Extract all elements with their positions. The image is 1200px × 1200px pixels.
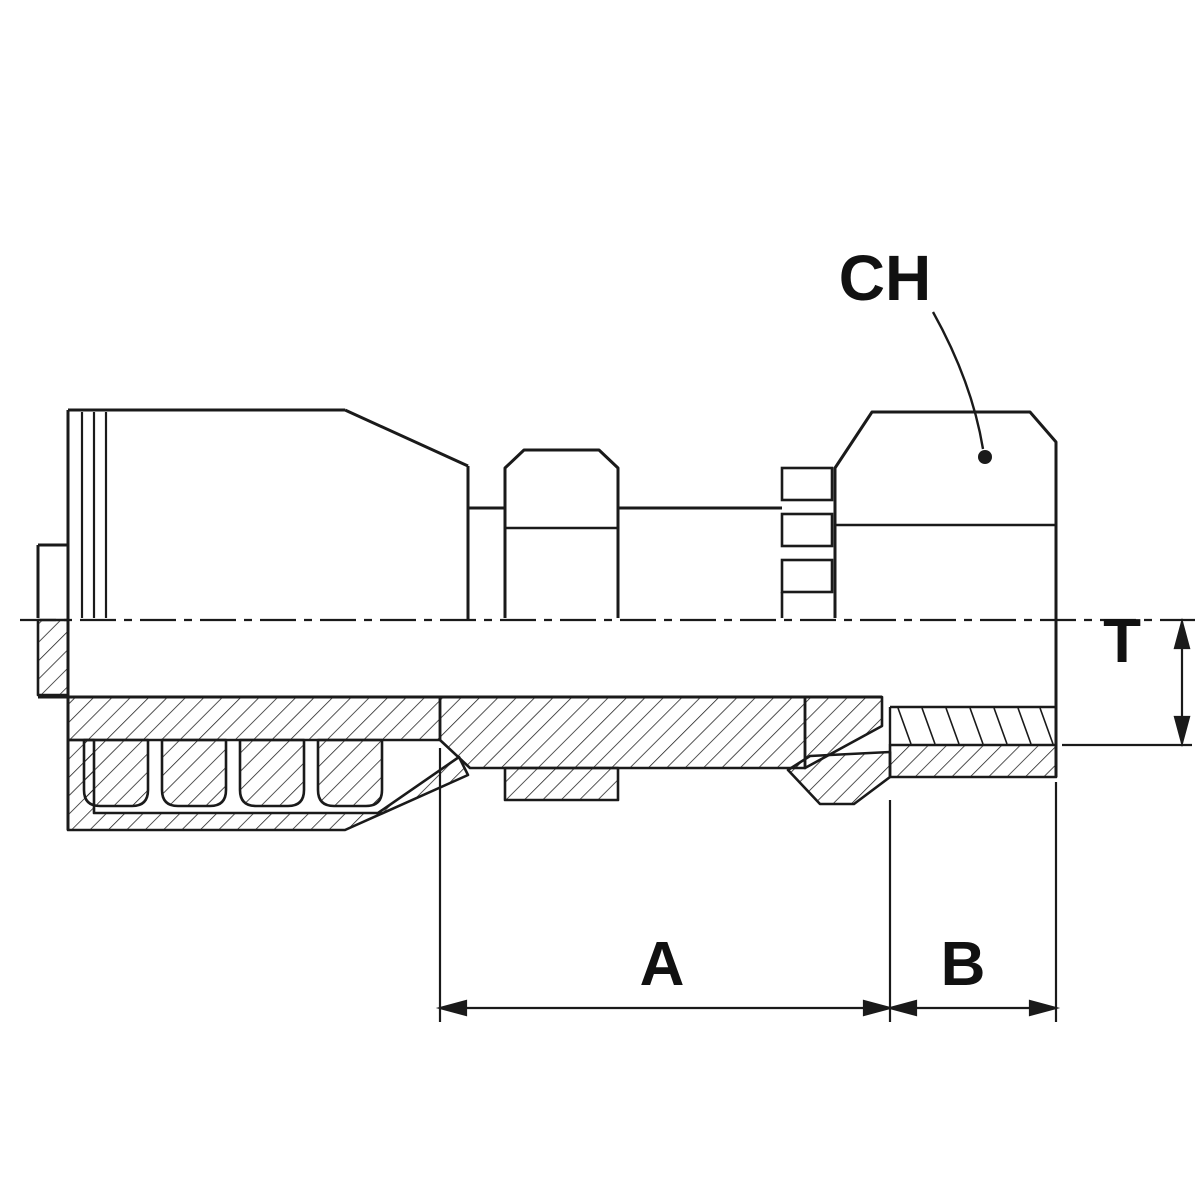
nut-body-section: [888, 743, 1058, 779]
spacer-grooves: [780, 466, 834, 618]
dimension-a-b: [435, 748, 1061, 1022]
ch-leader-line: [931, 311, 985, 450]
grip-tooth: [316, 738, 384, 808]
swivel-nut-upper: [833, 410, 1058, 618]
ferrule-shell-section: [66, 738, 470, 832]
grip-tooth: [160, 738, 228, 808]
a-arrow-right: [862, 999, 895, 1017]
nut-skirt-section: [786, 750, 892, 806]
callout-ch: CH: [839, 242, 992, 464]
label-ch: CH: [839, 242, 931, 314]
flange-section: [36, 618, 70, 697]
t-arrow-up: [1173, 617, 1191, 650]
thread-lines: [888, 705, 1056, 745]
section-lower: [36, 618, 1058, 832]
nipple-tip-section: [803, 695, 884, 770]
ch-reference-dot: [978, 450, 992, 464]
t-arrow-down: [1173, 715, 1191, 748]
label-t: T: [1103, 607, 1141, 676]
b-arrow-left: [885, 999, 918, 1017]
nipple-wall-front-section: [438, 695, 807, 770]
b-arrow-right: [1028, 999, 1061, 1017]
hex-lower-section: [503, 766, 620, 802]
a-arrow-left: [435, 999, 468, 1017]
label-a: A: [640, 930, 685, 999]
grip-tooth: [238, 738, 306, 808]
dimension-t: [1062, 617, 1192, 748]
nipple-wall-section: [66, 695, 442, 742]
label-b: B: [941, 930, 986, 999]
nipple-hex: [503, 448, 620, 618]
